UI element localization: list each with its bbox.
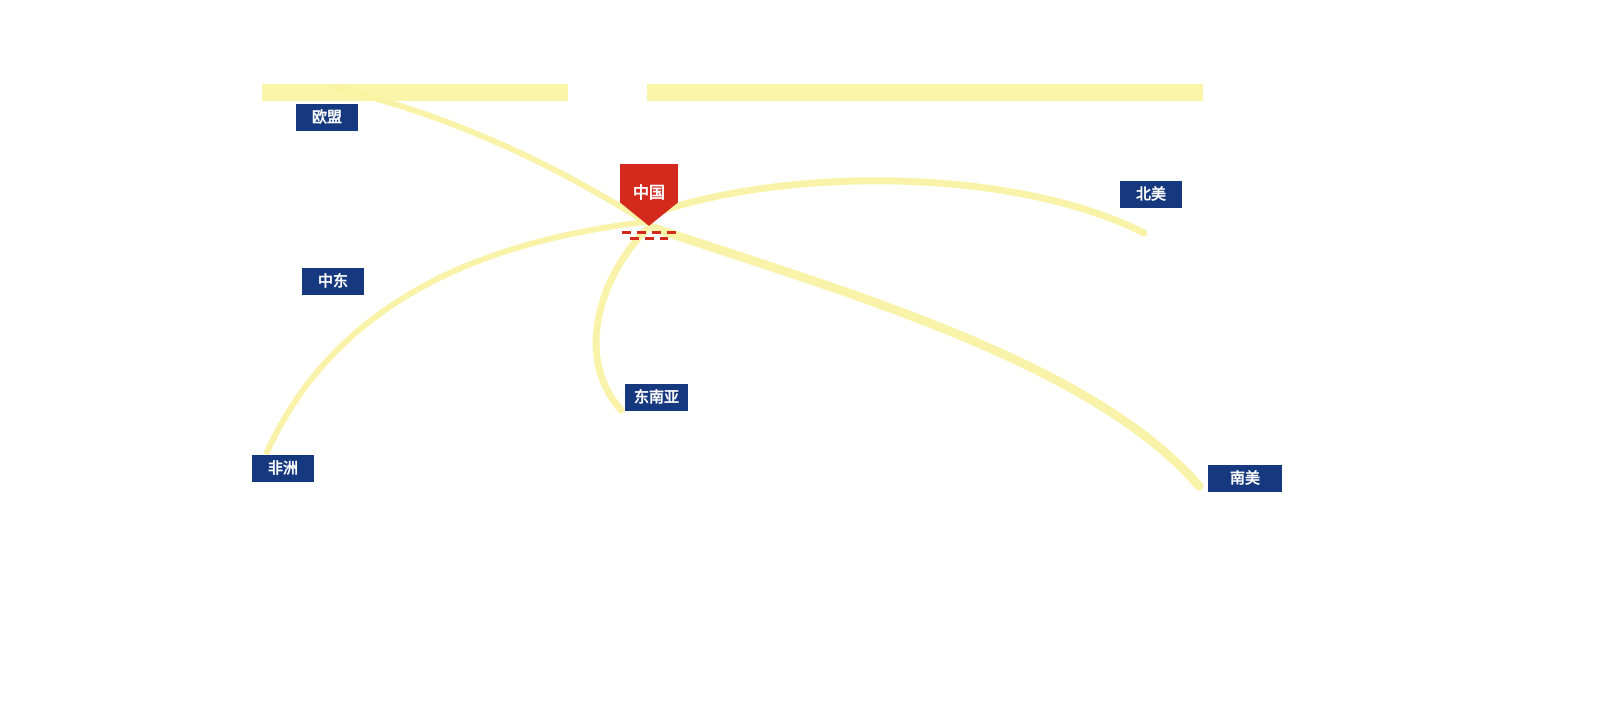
- region-label-north-america: 北美: [1120, 181, 1182, 208]
- china-label: 中国: [632, 185, 665, 202]
- route-china-to-eu: [333, 85, 652, 227]
- china-marker-dash-top: [622, 231, 676, 234]
- route-china-to-north-america: [648, 177, 1148, 237]
- region-label-south-america: 南美: [1208, 465, 1282, 492]
- region-label-africa: 非洲: [252, 455, 314, 482]
- china-marker-dash-bottom: [630, 237, 668, 240]
- china-pin-icon: 中国: [620, 164, 678, 226]
- region-label-middle-east: 中东: [302, 268, 364, 295]
- china-marker: 中国: [620, 164, 678, 242]
- region-label-southeast-asia: 东南亚: [625, 384, 689, 411]
- region-label-eu: 欧盟: [296, 104, 358, 131]
- route-china-to-southeast-asia: [592, 226, 650, 414]
- route-china-to-south-america: [649, 223, 1204, 491]
- top-route-bar-right: [647, 84, 1203, 101]
- route-china-to-africa-via-middle-east: [264, 219, 648, 455]
